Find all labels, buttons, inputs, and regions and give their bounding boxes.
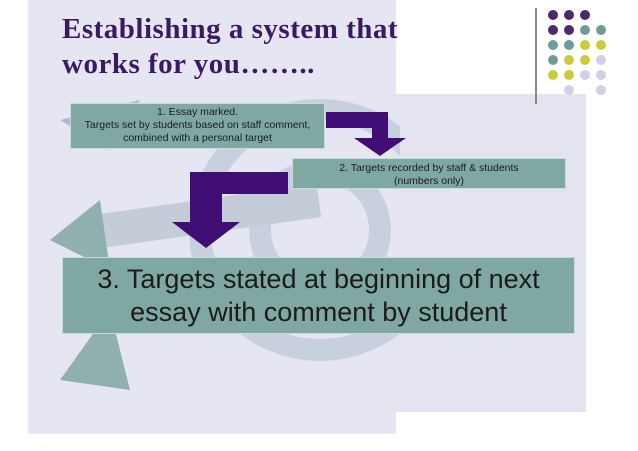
step-1-line-1: 1. Essay marked. xyxy=(156,106,239,118)
step-1-box: 1. Essay marked. Targets set by students… xyxy=(70,103,325,149)
right-background-panel xyxy=(392,94,586,412)
step-3-box: 3. Targets stated at beginning of next e… xyxy=(62,257,575,334)
title-line-2: works for you…….. xyxy=(62,48,315,80)
decorative-dot xyxy=(596,40,606,50)
decorative-dot xyxy=(548,25,558,35)
dot-grid-icon xyxy=(548,10,606,95)
step-3-line-1: 3. Targets stated at beginning of next xyxy=(97,264,540,294)
decorative-dot xyxy=(596,25,606,35)
decorative-dot xyxy=(564,85,574,95)
decorative-dot xyxy=(564,10,574,20)
step-1-line-3: combined with a personal target xyxy=(123,132,272,144)
arrow-step1-to-step2-icon xyxy=(326,112,406,156)
decorative-dot xyxy=(580,70,590,80)
step-2-line-2: (numbers only) xyxy=(393,175,465,187)
decorative-dot xyxy=(580,10,590,20)
decorative-dot xyxy=(564,25,574,35)
title-line-1: Establishing a system that xyxy=(62,13,399,45)
decorative-dot xyxy=(564,55,574,65)
arrow-step2-to-step3-icon xyxy=(172,172,288,248)
decorative-dot xyxy=(564,70,574,80)
decorative-dot xyxy=(596,70,606,80)
decorative-dot xyxy=(548,70,558,80)
decorative-dot xyxy=(580,40,590,50)
decorative-dot xyxy=(548,55,558,65)
slide-title: Establishing a system that works for you… xyxy=(62,12,482,82)
step-2-box: 2. Targets recorded by staff & students … xyxy=(292,158,566,189)
step-2-line-1: 2. Targets recorded by staff & students xyxy=(339,162,519,174)
divider-line xyxy=(535,8,537,104)
step-3-line-2: essay with comment by student xyxy=(130,297,507,327)
decorative-dot xyxy=(580,55,590,65)
decorative-dot xyxy=(596,55,606,65)
step-1-line-2: Targets set by students based on staff c… xyxy=(84,119,311,131)
decorative-dot xyxy=(548,10,558,20)
decorative-dot xyxy=(596,85,606,95)
decorative-dot xyxy=(548,40,558,50)
decorative-dot xyxy=(580,25,590,35)
decorative-dot xyxy=(564,40,574,50)
